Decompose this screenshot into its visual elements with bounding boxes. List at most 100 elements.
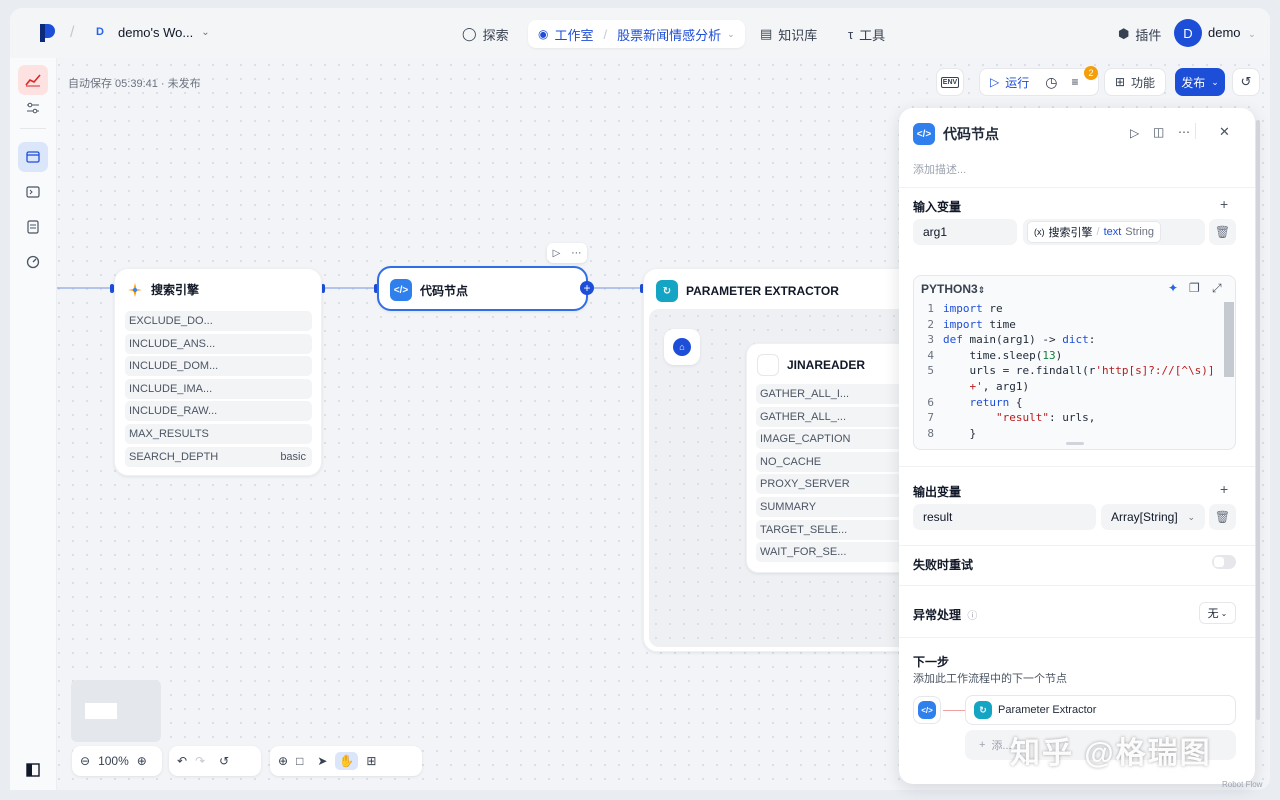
handle-search-in[interactable]: [110, 284, 114, 293]
split-view-icon[interactable]: ◫: [1153, 125, 1165, 139]
panel-divider: [899, 187, 1255, 188]
env-button[interactable]: ENV: [936, 68, 964, 96]
line-number: 7: [927, 411, 934, 425]
expand-icon[interactable]: ⤢: [1212, 281, 1222, 295]
clock-icon[interactable]: ◷: [1045, 73, 1058, 90]
panel-scrollbar[interactable]: [1256, 120, 1260, 720]
param-name: INCLUDE_ANS...: [129, 337, 216, 350]
resize-handle[interactable]: [1066, 442, 1084, 445]
nav-studio[interactable]: ◉ 工作室 / 股票新闻情感分析 ⌄: [528, 20, 745, 48]
error-handling-select[interactable]: 无 ⌄: [1199, 602, 1236, 624]
history-icon[interactable]: ↺: [219, 754, 230, 768]
minimap[interactable]: [71, 680, 161, 742]
window-icon[interactable]: [18, 142, 48, 172]
more-icon[interactable]: ⋯: [571, 247, 582, 259]
retry-toggle[interactable]: [1212, 555, 1236, 569]
chevron-down-icon: ⌄: [727, 28, 735, 39]
param-name: PROXY_SERVER: [760, 478, 850, 491]
search-engine-icon: [128, 282, 142, 297]
info-icon[interactable]: ⓘ: [967, 611, 978, 622]
publish-button[interactable]: 发布 ⌄: [1175, 68, 1225, 96]
node-search-header: 搜索引擎: [127, 281, 199, 298]
param-name: INCLUDE_IMA...: [129, 382, 213, 395]
add-input-icon[interactable]: +: [1220, 196, 1229, 212]
refresh-icon: ↻: [974, 701, 992, 719]
terminal-icon[interactable]: [18, 177, 48, 207]
copy-icon[interactable]: ❐: [1189, 281, 1200, 295]
sidebar-divider: [20, 128, 46, 129]
handle-code-in[interactable]: [374, 284, 378, 293]
sparkle-icon[interactable]: ✦: [1168, 281, 1179, 295]
sidebar-toggle-icon[interactable]: [18, 755, 48, 785]
play-icon[interactable]: ▷: [1130, 126, 1140, 140]
cursor-icon[interactable]: ➤: [317, 754, 328, 768]
plugins-button[interactable]: ⬢ 插件: [1108, 20, 1171, 48]
brand-footer: Robot Flow: [1222, 780, 1263, 789]
features-button[interactable]: ⊞ 功能: [1104, 68, 1166, 96]
handle-extractor-in[interactable]: [640, 284, 644, 293]
play-icon[interactable]: ▷: [990, 75, 1000, 89]
workspace-switcher[interactable]: D demo's Wo... ⌄: [90, 22, 210, 42]
document-icon[interactable]: [18, 212, 48, 242]
run-button[interactable]: 运行: [1005, 75, 1030, 90]
chart-line-icon[interactable]: [18, 65, 48, 95]
zoom-in-icon[interactable]: ⊕: [136, 754, 147, 768]
compass-icon: ◯: [462, 26, 477, 41]
trash-icon: 🗑: [1214, 510, 1231, 524]
param-name: GATHER_ALL_I...: [760, 388, 850, 400]
param-row: NO_CACHE: [756, 451, 913, 472]
close-icon[interactable]: ✕: [1219, 124, 1230, 139]
checklist-icon[interactable]: ≡: [1071, 75, 1079, 89]
next-node-item[interactable]: ↻ Parameter Extractor: [965, 695, 1236, 725]
param-row: MAX_RESULTS: [125, 424, 312, 444]
output-var-name[interactable]: result: [913, 504, 1096, 530]
note-icon[interactable]: □: [296, 754, 304, 768]
zoom-level[interactable]: 100%: [98, 754, 129, 768]
layout-icon[interactable]: ⊞: [366, 754, 377, 768]
node-code[interactable]: </> 代码节点: [377, 266, 588, 311]
output-type-select[interactable]: Array[String] ⌄: [1101, 504, 1205, 530]
delete-input-button[interactable]: 🗑: [1209, 219, 1236, 245]
user-menu[interactable]: demo ⌄: [1208, 25, 1256, 40]
nav-tools[interactable]: τ 工具: [838, 20, 895, 48]
sliders-icon[interactable]: [18, 93, 48, 123]
panel-header: </> 代码节点: [913, 123, 999, 145]
add-block-icon[interactable]: ⊕: [278, 754, 289, 768]
redo-icon[interactable]: ↷: [195, 754, 206, 768]
language-select[interactable]: PYTHON3⇕: [921, 282, 985, 296]
history-button[interactable]: ↺: [1232, 68, 1260, 96]
add-node-plus-icon[interactable]: +: [580, 281, 594, 295]
node-jinareader[interactable]: JINAREADER GATHER_ALL_I...GATHER_ALL_...…: [746, 343, 913, 573]
app-logo-icon[interactable]: [38, 22, 56, 44]
gauge-icon[interactable]: [18, 247, 48, 277]
play-icon[interactable]: ▷: [552, 247, 561, 259]
nav-knowledge[interactable]: ▤ 知识库: [750, 20, 827, 48]
add-output-icon[interactable]: +: [1220, 481, 1229, 497]
handle-search-out[interactable]: [321, 284, 325, 293]
zoom-out-icon[interactable]: ⊖: [80, 754, 91, 768]
description-input[interactable]: 添加描述...: [913, 164, 967, 176]
nav-separator: /: [603, 26, 608, 42]
panel-divider: [899, 637, 1255, 638]
input-var-source[interactable]: (x) 搜索引擎 / text String: [1023, 219, 1205, 245]
hand-icon[interactable]: ✋: [335, 752, 359, 770]
code-scrollbar[interactable]: [1224, 302, 1234, 377]
left-sidebar: [10, 58, 57, 790]
user-avatar[interactable]: D: [1174, 19, 1202, 47]
app-name[interactable]: 股票新闻情感分析: [617, 27, 722, 43]
undo-icon[interactable]: ↶: [177, 754, 188, 768]
nav-explore[interactable]: ◯ 探索: [452, 20, 519, 48]
line-number: 6: [927, 395, 934, 409]
node-search-engine[interactable]: 搜索引擎 EXCLUDE_DO... INCLUDE_ANS... INCLUDE_…: [114, 268, 322, 476]
delete-output-button[interactable]: 🗑: [1209, 504, 1236, 530]
param-name: EXCLUDE_DO...: [129, 315, 213, 327]
iteration-start[interactable]: ⌂: [664, 329, 700, 365]
panel-title[interactable]: 代码节点: [943, 126, 999, 142]
more-icon[interactable]: ⋯: [1178, 125, 1190, 139]
code-icon: </>: [913, 123, 935, 145]
add-next-node-button[interactable]: + 添...: [965, 730, 1236, 760]
watermark: 知乎 @格瑞图: [1010, 737, 1212, 770]
input-var-name[interactable]: arg1: [913, 219, 1017, 245]
